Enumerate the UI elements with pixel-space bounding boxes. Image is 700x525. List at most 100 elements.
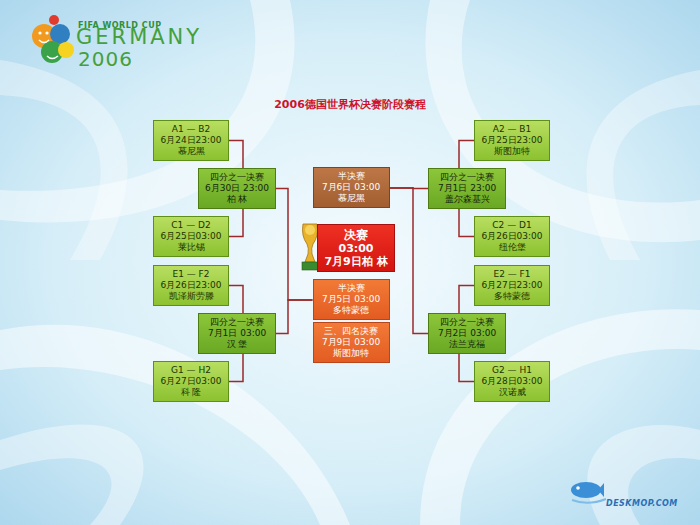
match-heading: G2 — H1 <box>492 365 532 376</box>
quarter-final-box: 四分之一决赛6月30日 23:00柏 林 <box>198 168 276 209</box>
logo-wordmark-holder: GERMANY <box>76 25 202 49</box>
swirl-band <box>0 0 295 223</box>
match-venue: 纽伦堡 <box>499 242 526 253</box>
match-venue: 盖尔森基兴 <box>445 194 490 205</box>
match-time: 7月2日 03:00 <box>438 328 496 339</box>
match-venue: 斯图加特 <box>494 146 530 157</box>
logo-year: 2006 <box>78 47 133 71</box>
quarter-final-box: 四分之一决赛7月2日 03:00法兰克福 <box>428 313 506 354</box>
quarter-final-box: 四分之一决赛7月1日 23:00盖尔森基兴 <box>428 168 506 209</box>
match-heading: 决赛 <box>344 228 368 242</box>
bracket-connector <box>229 141 243 169</box>
match-venue: 慕尼黑 <box>338 193 365 204</box>
match-heading: 三、四名决赛 <box>324 326 378 337</box>
swirl-band <box>0 60 128 260</box>
match-time: 7月9日 03:00 <box>322 337 380 348</box>
emblem-face <box>50 24 70 44</box>
bracket-connector <box>229 354 243 382</box>
match-venue: 汉诺威 <box>499 387 526 398</box>
round-of-16-box: C1 — D26月25日03:00莱比锡 <box>153 216 229 257</box>
match-time: 03:00 <box>338 242 373 255</box>
round-of-16-box: A2 — B16月25日23:00斯图加特 <box>474 120 550 161</box>
watermark-tail <box>598 483 604 497</box>
match-heading: E1 — F2 <box>172 269 209 280</box>
round-of-16-box: A1 — B26月24日23:00慕尼黑 <box>153 120 229 161</box>
match-heading: E2 — F1 <box>493 269 530 280</box>
match-time: 7月1日 23:00 <box>438 183 496 194</box>
emblem-face <box>49 15 59 25</box>
match-venue: 法兰克福 <box>449 339 485 350</box>
emblem-face <box>58 42 74 58</box>
match-time: 7月5日 03:00 <box>322 294 380 305</box>
bracket-connector <box>390 188 429 334</box>
watermark-fish <box>571 482 601 498</box>
match-time: 7月6日 03:00 <box>322 182 380 193</box>
match-time: 6月24日23:00 <box>160 135 221 146</box>
match-venue: 凯泽斯劳滕 <box>169 291 214 302</box>
watermark-icon <box>571 482 606 503</box>
match-venue: 柏 林 <box>227 194 248 205</box>
match-venue: 汉 堡 <box>227 339 248 350</box>
swirl-band <box>587 70 700 260</box>
match-time: 6月27日03:00 <box>160 376 221 387</box>
final-box: 决赛03:007月9日柏 林 <box>317 224 395 272</box>
bracket-connector <box>229 209 243 237</box>
bracket-connector <box>276 300 313 334</box>
match-time: 7月1日 03:00 <box>208 328 266 339</box>
match-venue: 多特蒙德 <box>494 291 530 302</box>
logo-year-holder: 2006 <box>78 47 133 71</box>
trophy-base <box>302 262 318 270</box>
world-cup-emblem <box>32 15 74 63</box>
bracket-connector <box>459 141 474 169</box>
round-of-16-box: E2 — F16月27日23:00多特蒙德 <box>474 265 550 306</box>
match-time: 6月25日03:00 <box>160 231 221 242</box>
watermark-wave <box>572 499 606 503</box>
match-heading: G1 — H2 <box>171 365 211 376</box>
match-heading: 半决赛 <box>338 283 365 294</box>
bracket-connector <box>459 286 474 314</box>
match-time: 6月26日23:00 <box>160 280 221 291</box>
logo-wordmark: GERMANY <box>76 25 202 49</box>
trophy-globe <box>305 225 315 235</box>
match-heading: A2 — B1 <box>493 124 532 135</box>
swirl-band <box>420 309 700 525</box>
match-heading: 半决赛 <box>338 171 365 182</box>
match-heading: 四分之一决赛 <box>210 317 264 328</box>
match-time: 6月26日03:00 <box>481 231 542 242</box>
watermark: DESKMOP.COM <box>606 499 678 508</box>
match-venue: 科 隆 <box>181 387 202 398</box>
chart-title: 2006德国世界杯决赛阶段赛程 <box>274 98 426 111</box>
match-heading: 四分之一决赛 <box>440 317 494 328</box>
emblem-eye <box>45 31 48 34</box>
round-of-16-box: C2 — D16月26日03:00纽伦堡 <box>474 216 550 257</box>
match-heading: C2 — D1 <box>492 220 531 231</box>
semi-final-box: 半决赛7月6日 03:00慕尼黑 <box>313 167 390 208</box>
watermark-holder: DESKMOP.COM <box>606 491 678 510</box>
round-of-16-box: E1 — F26月26日23:00凯泽斯劳滕 <box>153 265 229 306</box>
match-time: 6月30日 23:00 <box>205 183 269 194</box>
match-time: 6月28日03:00 <box>481 376 542 387</box>
bracket-connector <box>459 209 474 237</box>
swirl-band <box>425 0 700 242</box>
emblem-eye <box>38 31 41 34</box>
semi-final-box: 半决赛7月5日 03:00多特蒙德 <box>313 279 390 320</box>
third-place-box: 三、四名决赛7月9日 03:00斯图加特 <box>313 322 390 363</box>
round-of-16-box: G1 — H26月27日03:00科 隆 <box>153 361 229 402</box>
swirl-band <box>0 325 350 525</box>
match-venue: 7月9日柏 林 <box>324 255 387 268</box>
match-time: 6月27日23:00 <box>481 280 542 291</box>
match-time: 6月25日23:00 <box>481 135 542 146</box>
round-of-16-box: G2 — H16月28日03:00汉诺威 <box>474 361 550 402</box>
bracket-connector <box>276 189 313 301</box>
bracket-connector <box>229 286 243 314</box>
match-heading: 四分之一决赛 <box>440 172 494 183</box>
match-heading: 四分之一决赛 <box>210 172 264 183</box>
match-venue: 慕尼黑 <box>178 146 205 157</box>
trophy-cup <box>303 224 318 262</box>
swirl-band <box>0 424 144 525</box>
watermark-eye <box>576 486 580 490</box>
title-holder: 2006德国世界杯决赛阶段赛程 <box>0 93 700 112</box>
